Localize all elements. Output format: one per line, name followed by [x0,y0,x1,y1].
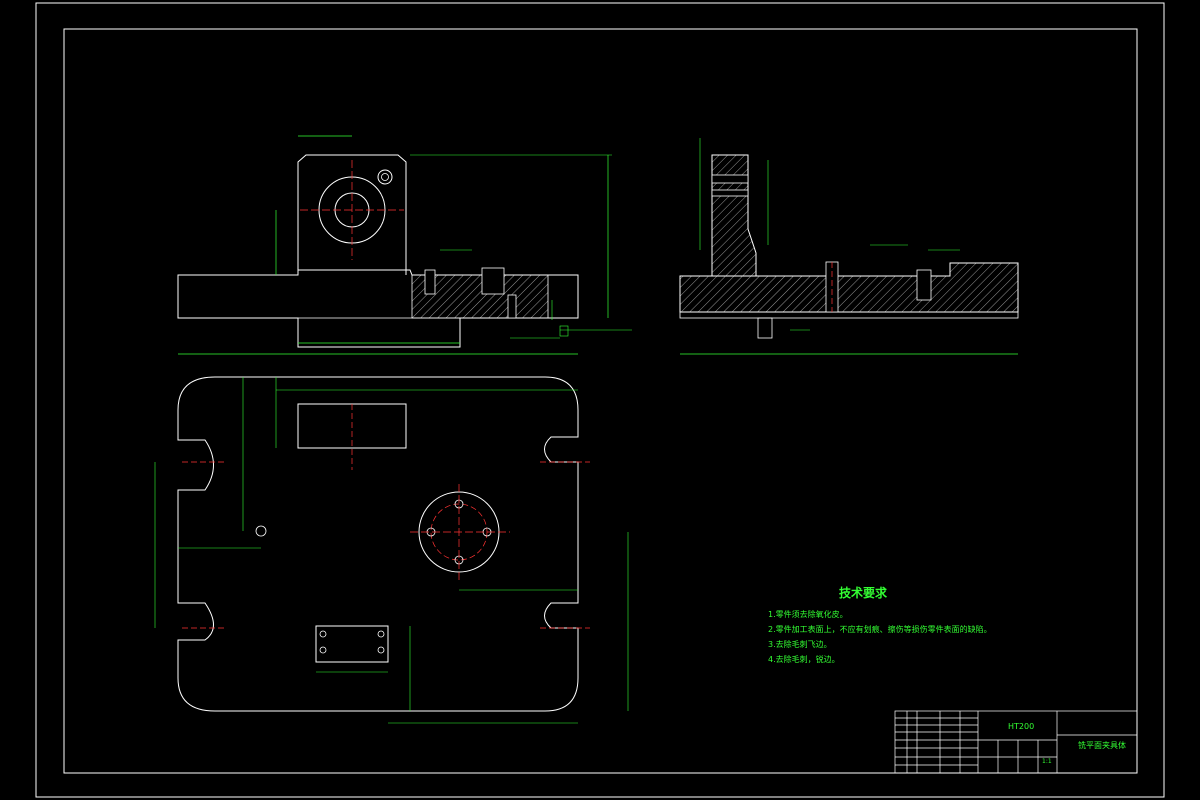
tech-requirement-2: 2.零件加工表面上，不应有划痕、擦伤等损伤零件表面的缺陷。 [768,625,992,634]
title-block [894,710,1138,774]
front-view [177,135,632,355]
tech-requirements-title: 技术要求 [838,586,887,600]
title-block-material: HT200 [1008,722,1035,731]
tech-requirement-1: 1.零件须去除氧化皮。 [768,610,848,619]
tech-requirement-4: 4.去除毛刺，锐边。 [768,655,840,664]
side-section-view [679,138,1019,355]
technical-requirements: 技术要求 1.零件须去除氧化皮。 2.零件加工表面上，不应有划痕、擦伤等损伤零件… [768,584,1068,667]
inner-border [63,28,1138,774]
title-block-part-name: 铣平面夹具体 [1078,741,1126,750]
top-view [154,376,629,724]
outer-border [35,2,1165,798]
tech-requirement-3: 3.去除毛刺飞边。 [768,640,832,649]
title-block-scale: 1:1 [1042,758,1052,765]
